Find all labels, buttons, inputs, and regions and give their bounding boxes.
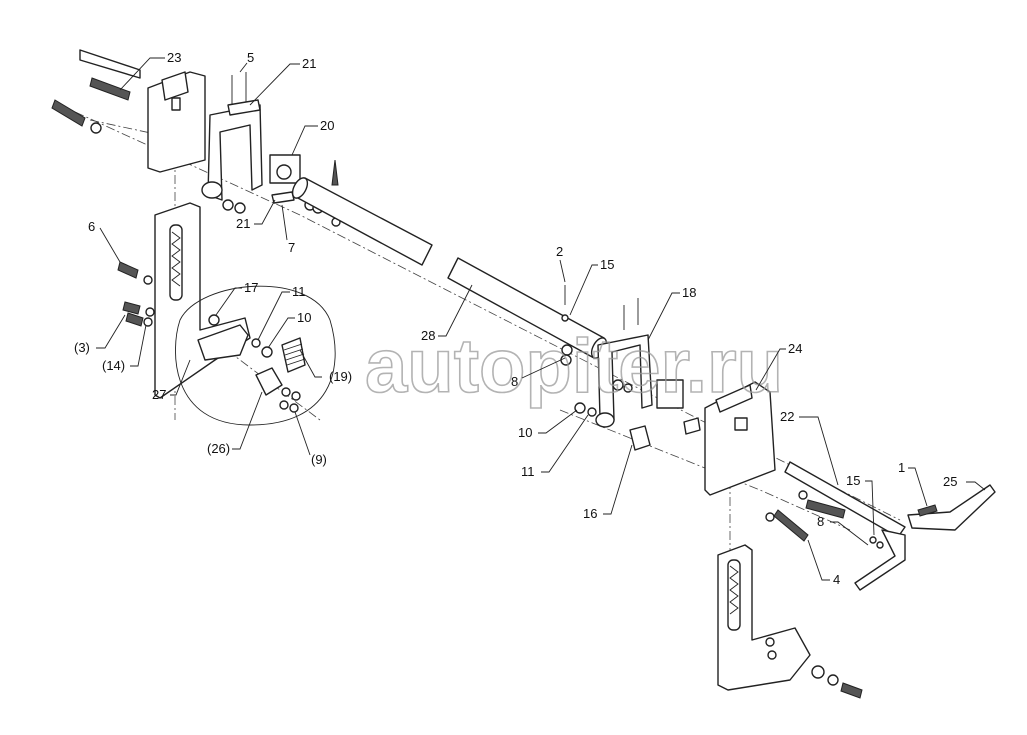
callout-21: 21 bbox=[302, 56, 316, 71]
callout-10: 10 bbox=[518, 425, 532, 440]
callout-4: 4 bbox=[833, 572, 840, 587]
watermark: autopiter.ru bbox=[365, 324, 783, 409]
callout-labels: 23 5 21 20 21 7 6 (3) (14) 17 11 10 (19)… bbox=[74, 50, 957, 587]
callout-8: 8 bbox=[511, 374, 518, 389]
callout-14: (14) bbox=[102, 358, 125, 373]
callout-15: 15 bbox=[846, 473, 860, 488]
callout-15: 15 bbox=[600, 257, 614, 272]
callout-1: 1 bbox=[898, 460, 905, 475]
handle-levers bbox=[765, 461, 996, 591]
left-mounting-bracket bbox=[51, 49, 206, 173]
callout-25: 25 bbox=[943, 474, 957, 489]
callout-leaders bbox=[96, 57, 986, 581]
callout-17: 17 bbox=[244, 280, 258, 295]
callout-10: 10 bbox=[297, 310, 311, 325]
callout-28: 28 bbox=[421, 328, 435, 343]
right-mounting-plate bbox=[704, 381, 776, 496]
right-clamp-assembly bbox=[560, 285, 701, 451]
callout-18: 18 bbox=[682, 285, 696, 300]
callout-9: (9) bbox=[311, 452, 327, 467]
tube-28 bbox=[291, 177, 608, 359]
callout-8: 8 bbox=[817, 514, 824, 529]
callout-20: 20 bbox=[320, 118, 334, 133]
latch-detail bbox=[175, 285, 336, 426]
callout-21: 21 bbox=[236, 216, 250, 231]
left-adjust-plate bbox=[117, 202, 251, 399]
callout-7: 7 bbox=[288, 240, 295, 255]
callout-11: 11 bbox=[292, 284, 306, 299]
callout-3: (3) bbox=[74, 340, 90, 355]
callout-26: (26) bbox=[207, 441, 230, 456]
callout-24: 24 bbox=[788, 341, 802, 356]
callout-16: 16 bbox=[583, 506, 597, 521]
callout-6: 6 bbox=[88, 219, 95, 234]
callout-5: 5 bbox=[247, 50, 254, 65]
callout-22: 22 bbox=[780, 409, 794, 424]
callout-11: 11 bbox=[521, 464, 535, 479]
right-adjust-plate bbox=[717, 544, 863, 699]
callout-2: 2 bbox=[556, 244, 563, 259]
callout-27: 27 bbox=[152, 387, 166, 402]
callout-23: 23 bbox=[167, 50, 181, 65]
callout-19: (19) bbox=[329, 369, 352, 384]
